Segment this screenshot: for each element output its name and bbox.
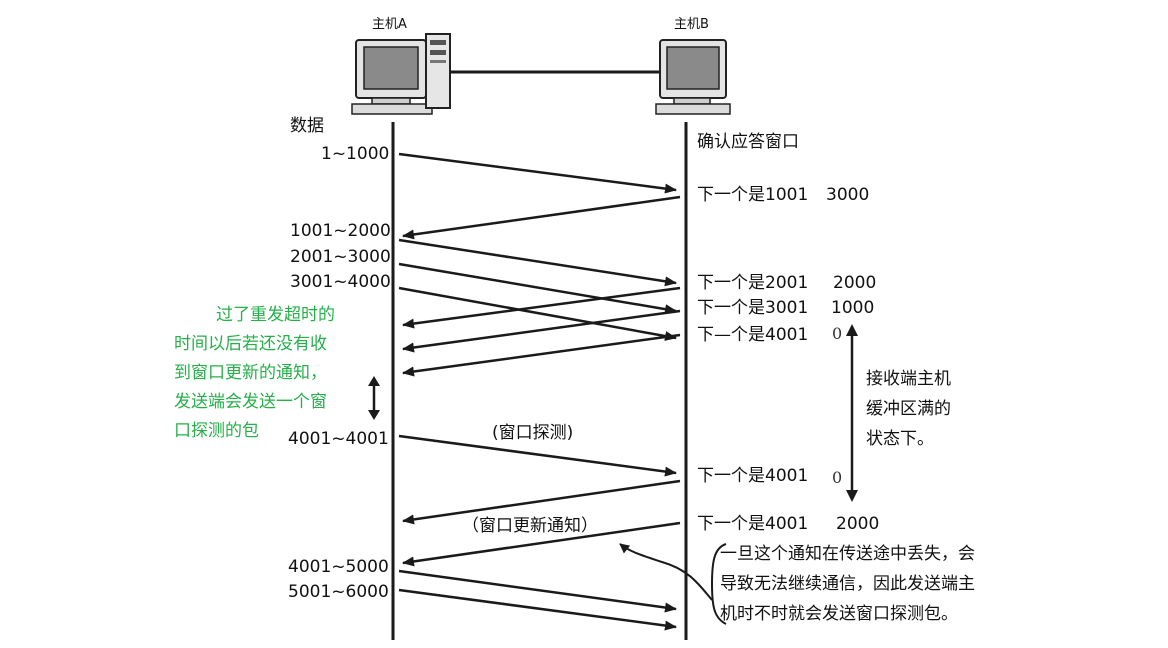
- ack-label-3: 下一个是3001: [697, 298, 809, 318]
- segment-arrow-1001-2000: [398, 238, 677, 287]
- ack-window-column-header: 确认应答窗口: [697, 132, 799, 152]
- ack-window-3: 1000: [831, 298, 875, 318]
- ack-label-5: 下一个是4001: [697, 466, 809, 486]
- timeout-note-line: 过了重发超时的: [216, 305, 335, 325]
- data-label-1001-2000: 1001~2000: [290, 221, 391, 241]
- segment-arrow-3001-4000: [398, 286, 677, 341]
- ack-label-1: 下一个是1001: [697, 185, 809, 205]
- loss-note-line: 一旦这个通知在传送途中丢失，会: [720, 544, 975, 564]
- buffer-note-line: 缓冲区满的: [866, 399, 951, 419]
- ack-arrow-1001: [402, 195, 681, 240]
- timeout-note-line: 到窗口更新的通知，: [174, 363, 327, 383]
- host-b-label: 主机B: [674, 17, 709, 32]
- window-update-label: （窗口更新通知）: [462, 516, 598, 536]
- segment-arrow-1-1000: [398, 152, 677, 194]
- timeout-note-line: 时间以后若还没有收: [174, 334, 327, 354]
- ack-arrow-4001-zero: [402, 333, 681, 377]
- loss-callout-arrow: [619, 543, 713, 601]
- ack-window-1: 3000: [826, 185, 870, 205]
- loss-note-bracket: [710, 543, 727, 625]
- data-label-1-1000: 1~1000: [321, 144, 390, 164]
- loss-note-line: 导致无法继续通信，因此发送端主: [720, 574, 975, 594]
- ack-arrow-4001-probe-reply: [402, 479, 681, 525]
- buffer-full-note: 接收端主机 缓冲区满的 状态下。: [866, 364, 951, 454]
- loss-note-line: 机时不时就会发送窗口探测包。: [720, 604, 958, 624]
- segment-arrow-2001-3000: [398, 262, 677, 315]
- timeout-note-line: 口探测的包: [174, 421, 259, 441]
- buffer-note-line: 状态下。: [866, 429, 934, 449]
- timeout-note-line: 发送端会发送一个窗: [174, 392, 327, 412]
- ack-window-4: 0: [832, 324, 843, 343]
- loss-note: 一旦这个通知在传送途中丢失，会 导致无法继续通信，因此发送端主 机时不时就会发送…: [720, 539, 975, 629]
- ack-label-4: 下—个是4001: [697, 325, 809, 345]
- ack-arrow-2001: [402, 286, 681, 329]
- ack-label-6: 下一个是4001: [697, 514, 809, 534]
- timeout-double-arrow: [368, 376, 380, 420]
- segment-arrow-5001-6000: [398, 588, 677, 631]
- host-b-computer-icon: [655, 39, 731, 115]
- host-a-computer-icon: [351, 33, 451, 115]
- data-label-4001-4001: 4001~4001: [288, 429, 389, 449]
- buffer-full-double-arrow: [846, 324, 858, 502]
- buffer-note-line: 接收端主机: [866, 369, 951, 389]
- segment-arrow-4001-5000: [398, 569, 677, 613]
- ack-window-5: 0: [832, 468, 843, 487]
- data-column-header: 数据: [290, 116, 324, 136]
- data-label-3001-4000: 3001~4000: [290, 272, 391, 292]
- ack-arrow-3001: [402, 309, 681, 353]
- ack-window-6: 2000: [836, 514, 880, 534]
- ack-window-2: 2000: [833, 273, 877, 293]
- window-update-arrow: [402, 521, 681, 567]
- data-label-2001-3000: 2001~3000: [290, 247, 391, 267]
- window-probe-label: (窗口探测): [492, 423, 574, 443]
- timeout-note: 过了重发超时的 时间以后若还没有收 到窗口更新的通知， 发送端会发送一个窗 口探…: [174, 301, 335, 446]
- ack-label-2: 下一个是2001: [697, 273, 809, 293]
- window-probe-arrow: [398, 434, 677, 477]
- host-a-label: 主机A: [372, 17, 407, 32]
- data-label-5001-6000: 5001~6000: [288, 582, 389, 602]
- data-label-4001-5000: 4001~5000: [288, 557, 389, 577]
